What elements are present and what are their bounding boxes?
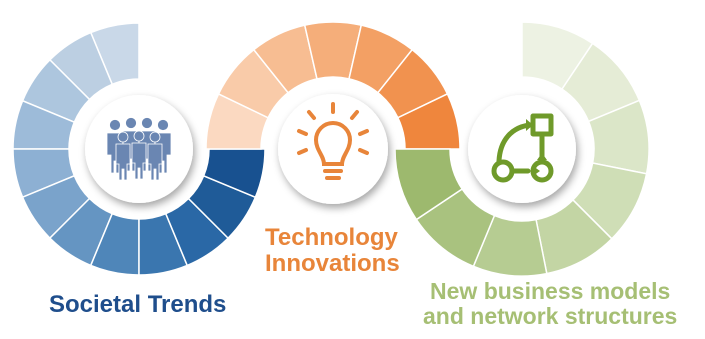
caption-line: and network structures — [423, 302, 678, 329]
arrowheads — [526, 119, 547, 176]
technology-innovations-ring — [205, 21, 461, 150]
societal-trends-ring — [12, 22, 266, 276]
ring-segment — [394, 148, 464, 221]
business-models-caption: New business models and network structur… — [423, 279, 677, 329]
technology-innovations-caption: Technology Innovations — [265, 225, 400, 277]
ring-segment — [396, 92, 461, 150]
societal-trends-caption: Societal Trends — [49, 292, 226, 318]
business-models-ring — [394, 21, 650, 277]
caption-line: Societal Trends — [49, 291, 227, 318]
technology-innovations-badge — [278, 94, 388, 204]
societal-trends-badge — [85, 95, 193, 203]
people-group-icon — [106, 117, 172, 181]
lightbulb-icon — [297, 102, 369, 180]
ring-segment — [202, 148, 266, 199]
caption-line: New business models — [430, 278, 671, 304]
caption-line: Technology — [265, 224, 398, 251]
caption-line: Innovations — [265, 249, 400, 277]
badge-circle — [468, 95, 576, 203]
business-models-badge — [468, 95, 576, 203]
badge-circle — [278, 94, 388, 204]
